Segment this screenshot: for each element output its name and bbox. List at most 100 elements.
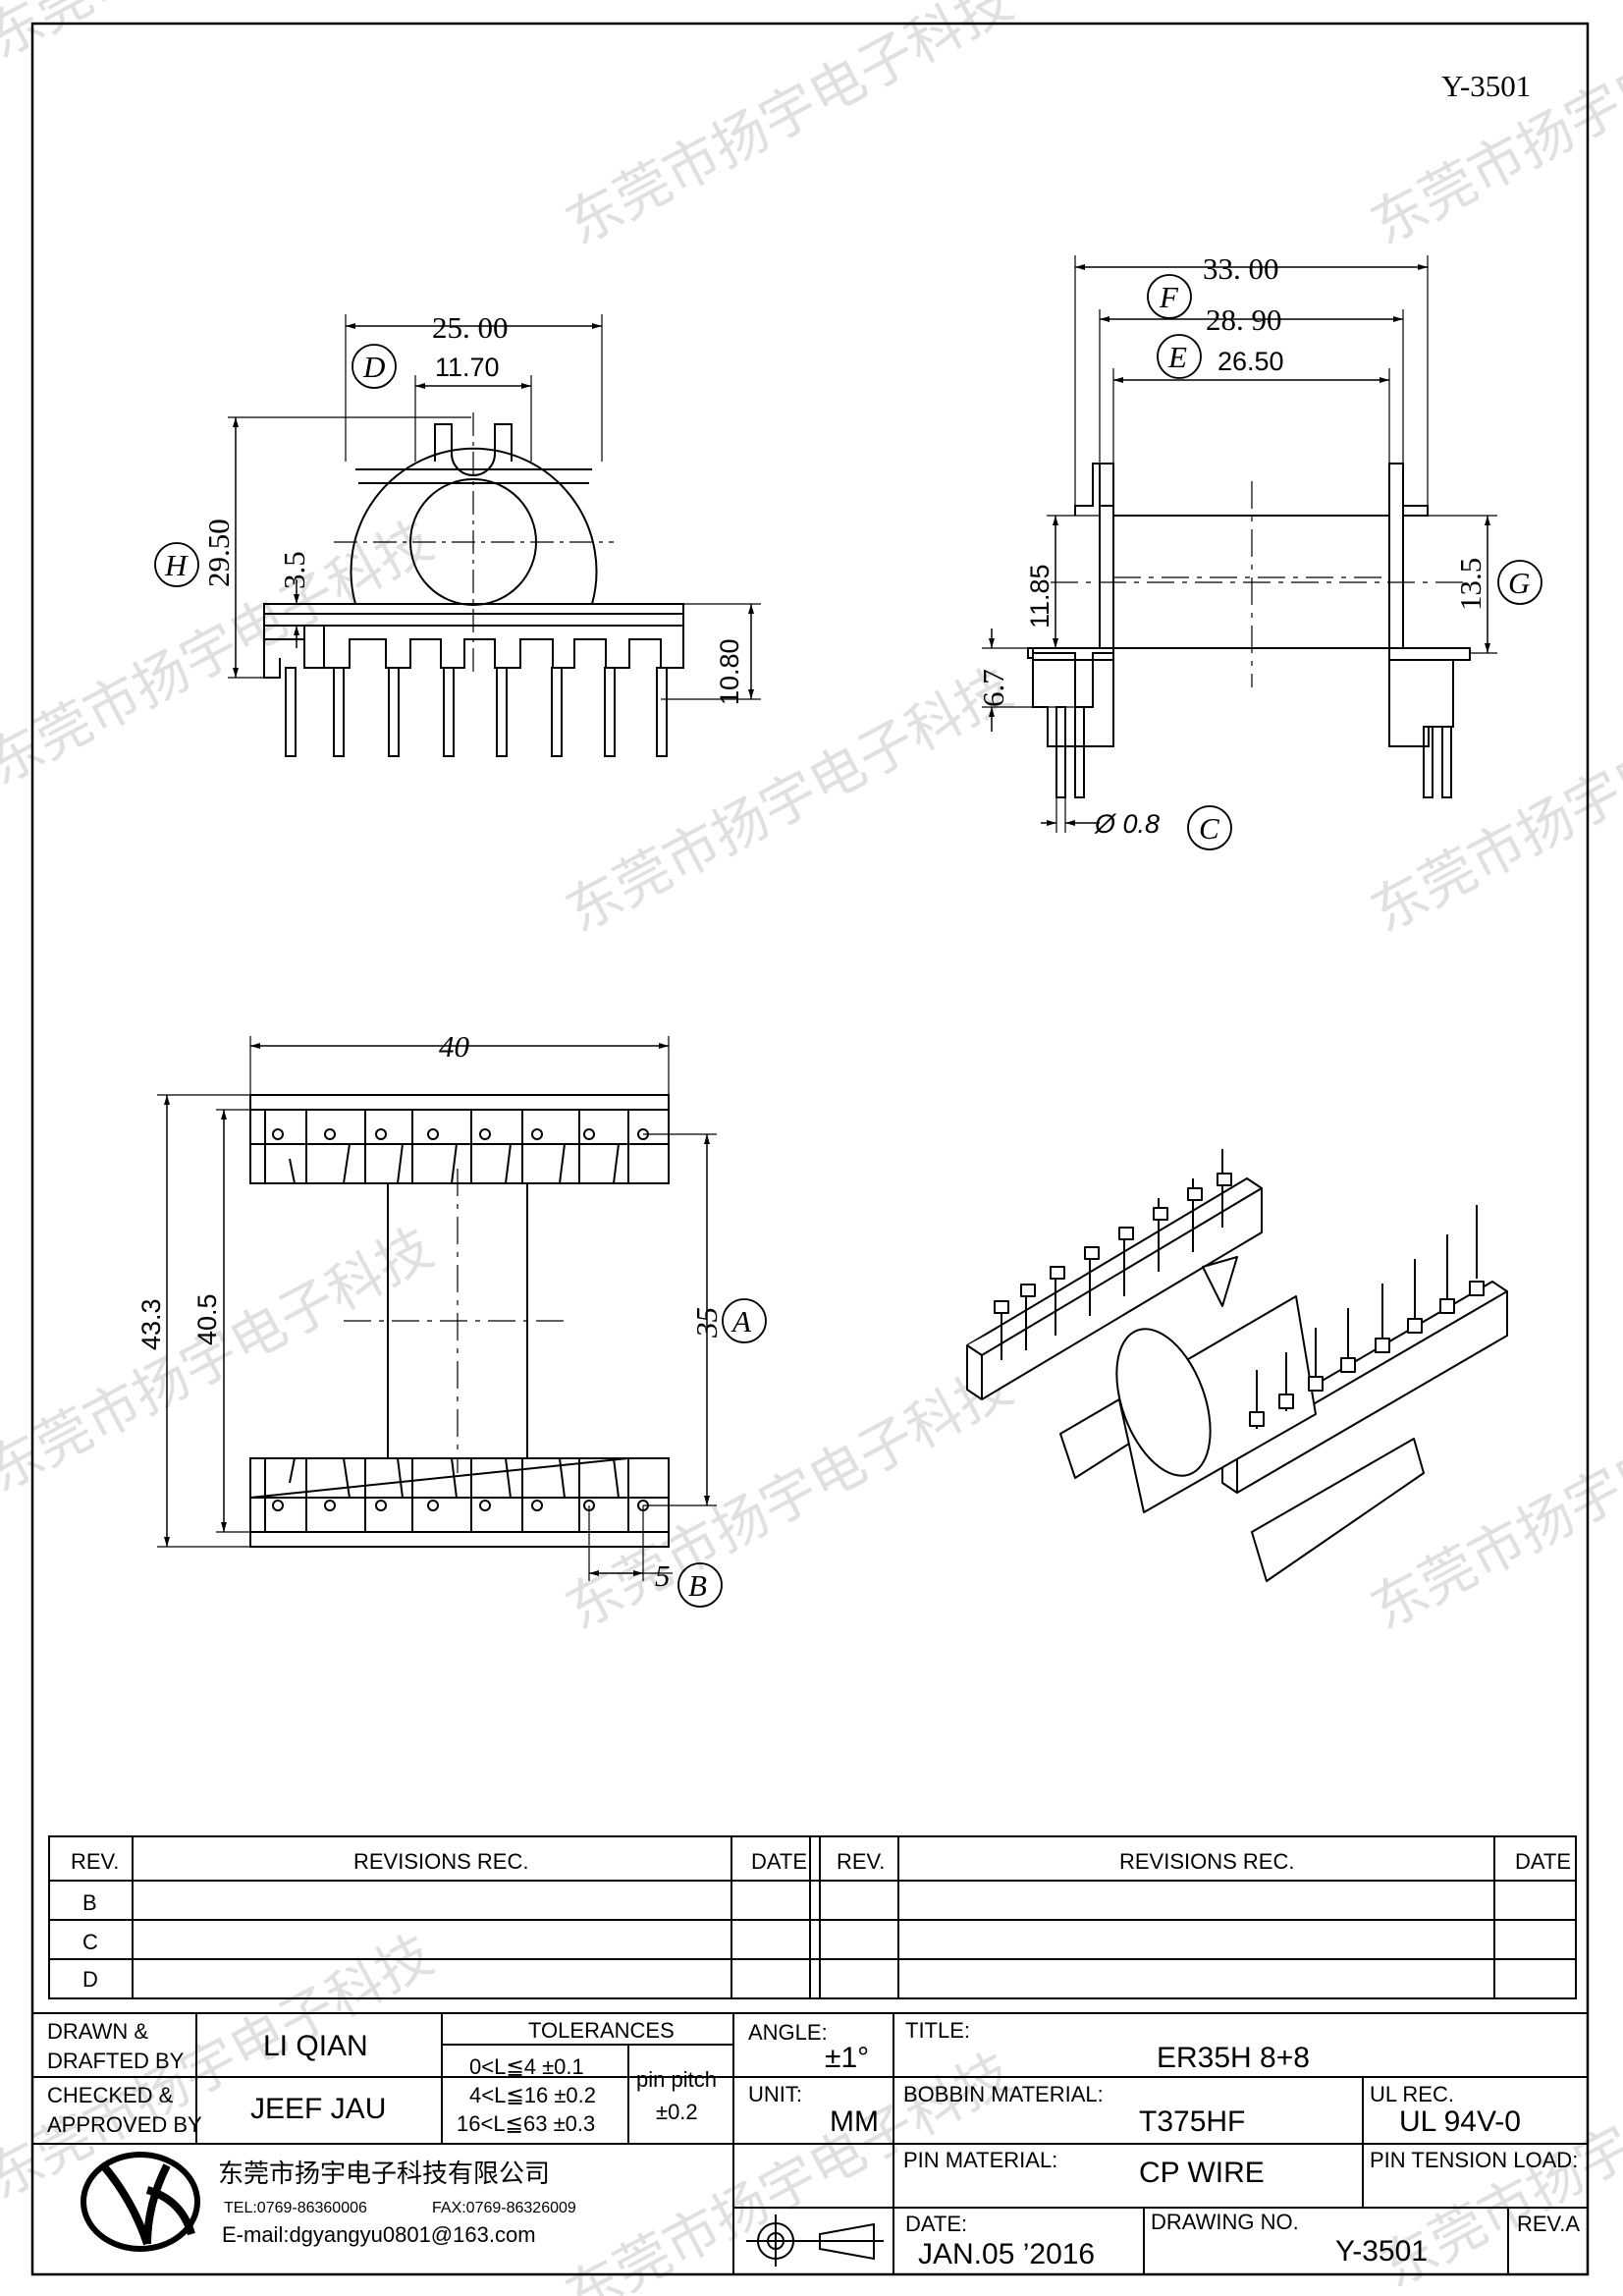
tolerances-label: TOLERANCES	[528, 2018, 675, 2043]
watermark-text: 东莞市扬宇电子科技	[556, 0, 1023, 257]
company-logo	[81, 2152, 200, 2252]
side-pin	[1074, 706, 1085, 798]
pin-hole	[324, 1128, 336, 1140]
pin-hole	[324, 1500, 336, 1511]
dim-text-pin-pitch: 5	[655, 1558, 671, 1593]
callout-label-F: F	[1159, 280, 1179, 314]
watermark-text: 东莞市扬宇电子科技	[1361, 0, 1623, 257]
company-email: E-mail:dgyangyu0801@163.com	[222, 2222, 536, 2247]
callout-label-B: B	[688, 1568, 707, 1603]
pin	[443, 667, 455, 757]
rev-header-date: DATE	[751, 1849, 807, 1874]
dim-text-overall: 33. 00	[1203, 251, 1279, 286]
bobbin-value: T375HF	[1139, 2105, 1245, 2138]
callout-circle-F	[1147, 274, 1192, 319]
rev-header-date2: DATE	[1515, 1849, 1571, 1874]
side-right-base	[1388, 647, 1471, 661]
bottom-view	[157, 1036, 767, 1608]
bottom-top-row-teeth	[250, 1109, 669, 1144]
title-block-grid	[31, 2012, 1589, 2275]
callout-circle-C	[1187, 805, 1232, 850]
isometric-view	[966, 1149, 1508, 1582]
iso-flange-back	[1202, 1256, 1238, 1307]
dim-text-length: 40	[439, 1029, 470, 1064]
drawn-value: LI QIAN	[263, 2030, 368, 2062]
pin-hole	[272, 1128, 284, 1140]
rev-row-label: D	[82, 1967, 98, 1992]
watermark-text: 东莞市扬宇电子科技	[556, 656, 1023, 945]
dim-text-row-pitch: 35	[689, 1307, 724, 1339]
pin-material-label: PIN MATERIAL:	[903, 2148, 1057, 2172]
callout-label-G: G	[1508, 566, 1530, 600]
bobbin-label: BOBBIN MATERIAL:	[903, 2082, 1104, 2106]
pin-hole	[583, 1128, 595, 1140]
projection-symbol	[746, 2214, 884, 2267]
drawn-label: DRAWN &	[47, 2019, 148, 2044]
bottom-top-row	[249, 1094, 670, 1145]
callout-label-A: A	[730, 1304, 752, 1339]
dim-text-winding-height: 13.5	[1453, 558, 1488, 611]
dim-text-outer: 43.3	[136, 1298, 166, 1350]
pin	[496, 667, 508, 757]
dim-text-core-top: 11.85	[1025, 564, 1055, 629]
side-right-wall	[1388, 463, 1404, 649]
unit-label: UNIT:	[748, 2082, 802, 2106]
dim-text-height: 29.50	[201, 519, 236, 587]
rev-label: REV.A	[1517, 2212, 1580, 2236]
pin-hole	[272, 1500, 284, 1511]
date-label: DATE:	[905, 2212, 967, 2236]
drafted-label: DRAFTED BY	[47, 2049, 185, 2073]
title-value: ER35H 8+8	[1157, 2042, 1310, 2074]
side-right-block	[1388, 660, 1454, 747]
side-left-base	[1032, 647, 1114, 661]
angle-value: ±1°	[825, 2042, 869, 2074]
side-right-flange	[1403, 505, 1429, 517]
date-value: JAN.05 ’2016	[918, 2238, 1095, 2270]
rev-row-label: B	[82, 1890, 97, 1915]
title-label: TITLE:	[905, 2018, 970, 2043]
dim-text-overall-width: 25. 00	[432, 310, 509, 345]
checked-label: CHECKED &	[47, 2083, 174, 2107]
callout-label-C: C	[1199, 811, 1219, 846]
bottom-bottom-frame	[249, 1457, 670, 1548]
dim-text-slot-width: 11.70	[435, 353, 500, 382]
pin-material-value: CP WIRE	[1139, 2157, 1265, 2189]
pin	[333, 667, 345, 757]
side-view	[982, 255, 1542, 850]
iso-back-row-top	[966, 1187, 1263, 1399]
drawing-number-top: Y-3501	[1441, 69, 1531, 103]
pin	[604, 667, 616, 757]
pin-hole	[427, 1500, 439, 1511]
iso-front-pins	[1249, 1205, 1485, 1429]
callout-circle-B	[677, 1562, 723, 1608]
pin-pitch-label: pin pitch	[636, 2067, 717, 2092]
bottom-top-frame	[249, 1094, 670, 1184]
front-left-block	[264, 638, 324, 669]
front-flange-outline	[350, 447, 598, 605]
dim-text-flange: 3.5	[277, 551, 311, 589]
rev-header-rev2: REV.	[837, 1849, 885, 1874]
dim-text-pin-offset: 6.7	[976, 669, 1010, 707]
iso-back-rail	[1059, 1398, 1130, 1479]
company-fax: FAX:0769-86326009	[432, 2200, 576, 2216]
side-pin	[1441, 726, 1452, 798]
pin-hole	[531, 1128, 543, 1140]
iso-front-row	[1221, 1281, 1508, 1494]
dim-text-inner: 40.5	[192, 1293, 222, 1345]
pin-hole	[479, 1500, 491, 1511]
watermark-text: 东莞市扬宇电子科技	[1361, 656, 1623, 945]
callout-circle-E	[1157, 334, 1202, 379]
rev-header-rec: REVISIONS REC.	[353, 1849, 528, 1874]
callout-label-D: D	[362, 350, 385, 384]
pin-pitch-value: ±0.2	[656, 2100, 698, 2124]
bottom-bottom-tabs	[249, 1456, 669, 1499]
iso-back-row	[966, 1177, 1263, 1400]
callout-label-E: E	[1167, 340, 1187, 374]
pin-hole	[479, 1128, 491, 1140]
approved-label: APPROVED BY	[47, 2112, 202, 2137]
dim-text-winding: 26.50	[1217, 347, 1284, 376]
rev-header-rec2: REVISIONS REC.	[1119, 1849, 1294, 1874]
pin-hole	[375, 1500, 387, 1511]
iso-back-pins	[994, 1149, 1232, 1360]
